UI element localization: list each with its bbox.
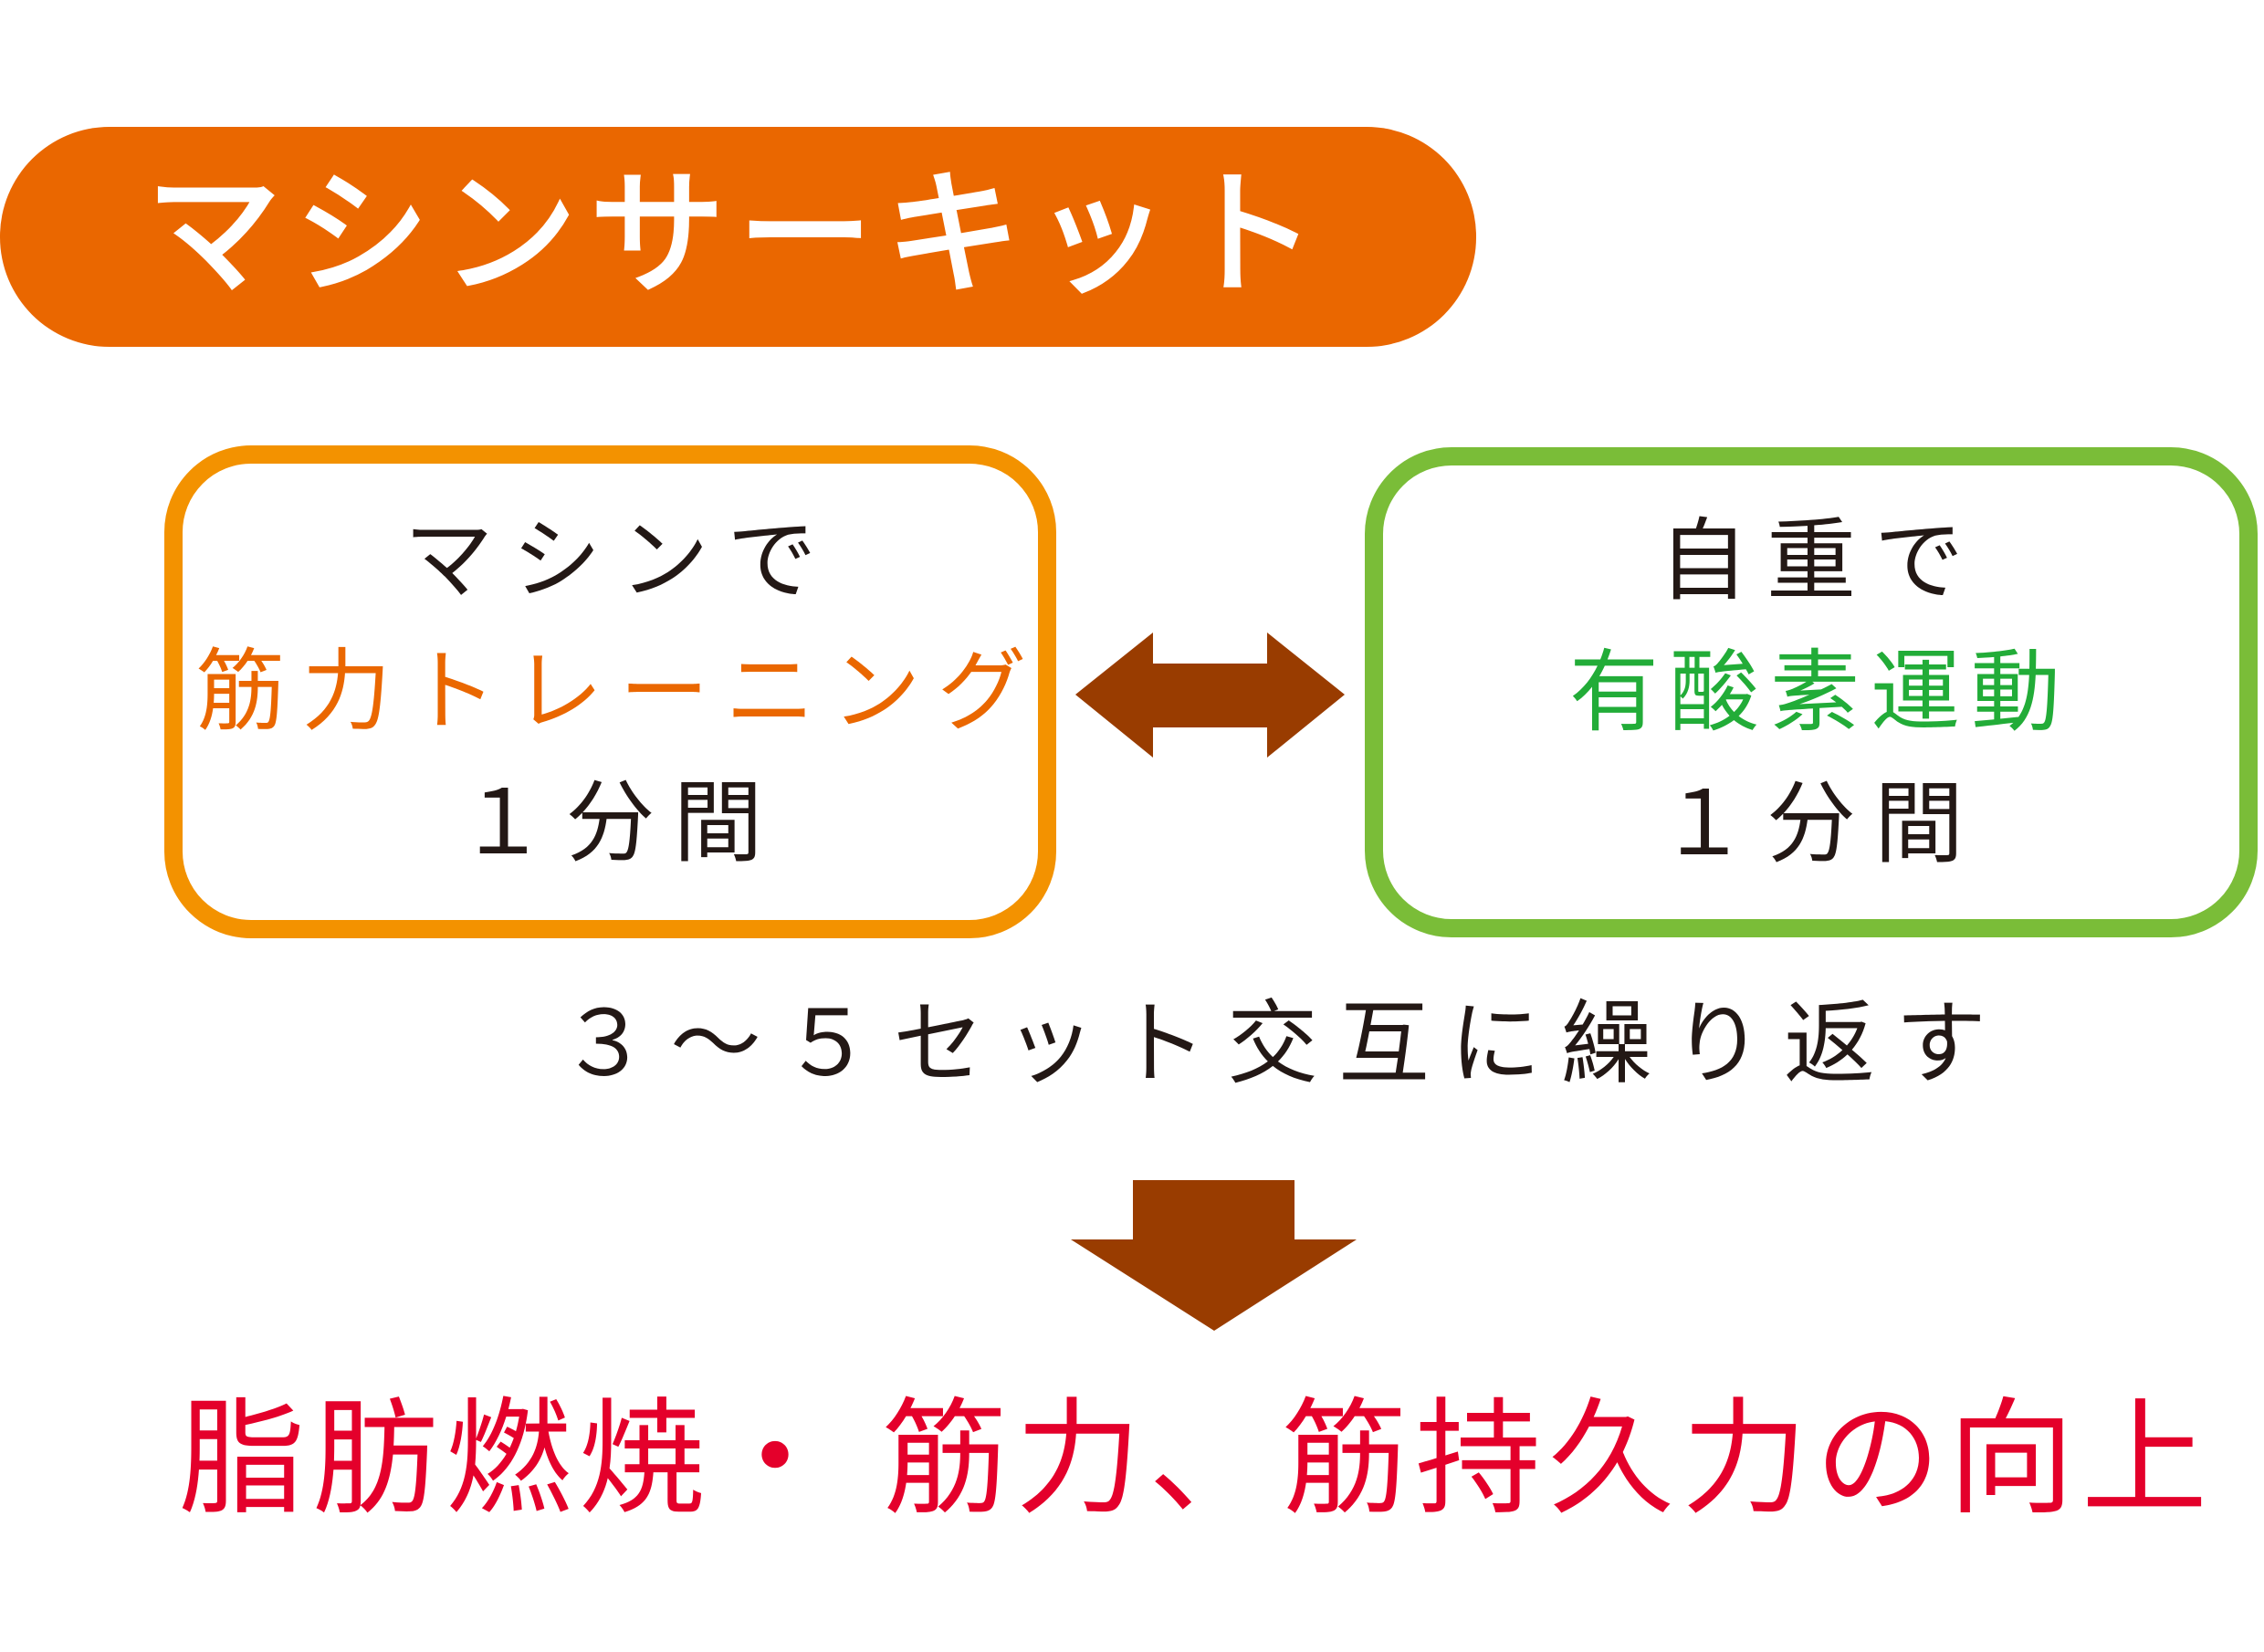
result-strength-endurance: 筋力、筋持久力の向上 <box>882 1385 2216 1532</box>
title-banner: マシンサーキット <box>0 127 1476 347</box>
strength-training-label: 筋力トレーニング <box>195 640 1043 744</box>
down-arrow-icon <box>1071 1180 1357 1331</box>
machine-training-box: マシンで 筋力トレーニング １分間 <box>164 445 1056 938</box>
result-text: 脂肪燃焼・筋力、筋持久力の向上 <box>179 1396 2215 1522</box>
title-text: マシンサーキット <box>146 155 1329 313</box>
result-fat-burning: 脂肪燃焼・ <box>179 1385 846 1532</box>
bodyweight-duration: １分間 <box>1658 771 1982 876</box>
repeat-instruction: ３～５セット交互に繰り返す <box>559 990 2007 1097</box>
machine-line: マシンで <box>404 508 835 612</box>
bodyweight-line: 自重で <box>1658 508 1982 613</box>
aerobic-exercise-label: 有酸素運動 <box>1568 640 2071 745</box>
double-arrow-icon <box>1075 633 1345 758</box>
machine-duration: １分間 <box>457 771 781 875</box>
bodyweight-aerobic-box: 自重で 有酸素運動 １分間 <box>1365 447 2258 937</box>
